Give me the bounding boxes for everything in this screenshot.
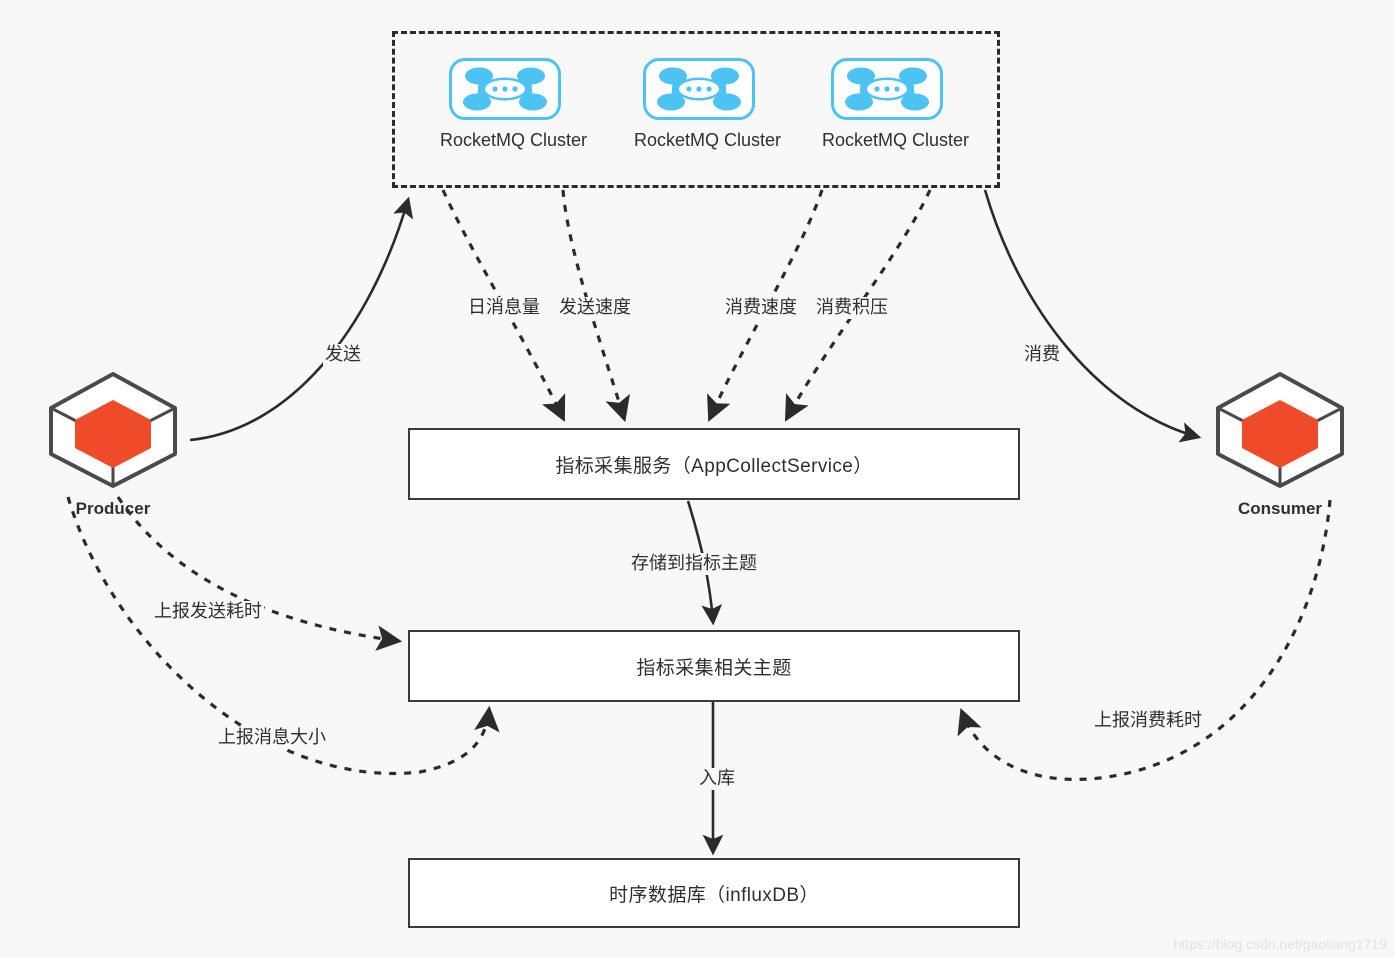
metrics-topic-box[interactable]: 指标采集相关主题	[408, 630, 1020, 702]
app-collect-service-label: 指标采集服务（AppCollectService）	[555, 455, 873, 477]
package-cube-icon	[1216, 372, 1344, 488]
cluster-label: RocketMQ Cluster	[822, 130, 970, 150]
watermark: https://blog.csdn.net/gaoliang1719	[1173, 936, 1387, 952]
edge-label-persist: 入库	[697, 768, 737, 790]
cluster-label: RocketMQ Cluster	[440, 130, 588, 150]
consumer-node[interactable]: Consumer	[1212, 368, 1348, 519]
edge-cluster-to-consumer	[983, 189, 1202, 443]
edge-label-send: 发送	[323, 344, 363, 366]
edge-label-report-message-size: 上报消息大小	[216, 727, 328, 749]
cluster-item-2[interactable]: RocketMQ Cluster	[634, 58, 782, 151]
rocketmq-logo-icon	[831, 58, 943, 120]
rocketmq-logo-icon	[643, 58, 755, 120]
cluster-item-3[interactable]: RocketMQ Cluster	[822, 58, 970, 151]
app-collect-service-box[interactable]: 指标采集服务（AppCollectService）	[408, 428, 1020, 500]
influxdb-box[interactable]: 时序数据库（influxDB）	[408, 858, 1020, 928]
influxdb-label: 时序数据库（influxDB）	[609, 884, 819, 906]
edge-label-consume: 消费	[1022, 344, 1062, 366]
cluster-label: RocketMQ Cluster	[634, 130, 782, 150]
edge-report-consume-latency	[957, 499, 1332, 781]
edge-report-message-size	[66, 496, 500, 776]
edge-label-send-rate: 发送速度	[557, 297, 633, 319]
rocketmq-cluster-frame	[392, 31, 1000, 188]
edge-producer-to-cluster	[189, 196, 414, 442]
edge-report-send-latency	[116, 496, 403, 651]
package-cube-icon	[49, 372, 177, 488]
edge-label-report-consume-latency: 上报消费耗时	[1092, 710, 1204, 732]
edge-label-report-send-latency: 上报发送耗时	[152, 601, 264, 623]
edge-label-consume-rate: 消费速度	[723, 297, 799, 319]
edge-label-store-to-metrics-topic: 存储到指标主题	[629, 553, 759, 575]
metrics-topic-label: 指标采集相关主题	[636, 657, 792, 679]
consumer-label: Consumer	[1237, 499, 1323, 518]
producer-label: Producer	[75, 499, 151, 518]
edge-label-consume-backlog: 消费积压	[814, 297, 890, 319]
producer-node[interactable]: Producer	[45, 368, 181, 519]
cluster-item-1[interactable]: RocketMQ Cluster	[440, 58, 588, 151]
edge-label-daily-message-count: 日消息量	[466, 297, 542, 319]
rocketmq-logo-icon	[449, 58, 561, 120]
